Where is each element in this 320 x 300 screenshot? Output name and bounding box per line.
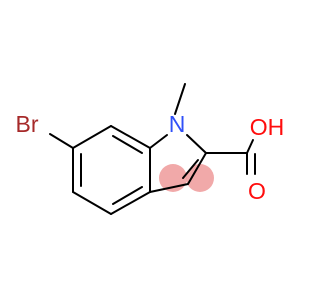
nitrogen-label: N [169,111,186,137]
bond-carboxyl-oh [246,139,254,154]
bond-c3a-c4 [110,191,151,215]
double-bond-c2-c3 [182,159,199,179]
bond-c7-c7a [110,125,151,149]
pyrrole-ring [49,83,256,193]
bond-c7a-n1 [149,134,168,149]
double-bond-c3a-c4 [112,186,143,205]
carbonyl-oxygen-label: O [248,178,266,204]
bond-n1-c2 [186,134,207,154]
structure-canvas: Br N OH O [15,83,285,215]
highlight-c2 [186,164,214,192]
bond-c4-c5 [72,191,112,215]
molecule-drawing: Br N OH O [16,83,285,215]
bond-c6-c7 [72,125,112,149]
bond-n1-methyl [174,83,186,115]
bond-c3-c3a [149,183,189,193]
double-bond-c7-c7a [112,135,143,154]
bond-c2-c3 [187,152,207,185]
bromine-label: Br [16,111,39,137]
benzene-ring [72,125,151,215]
hydroxyl-label: OH [250,114,285,140]
bond-c6-br [49,133,74,149]
